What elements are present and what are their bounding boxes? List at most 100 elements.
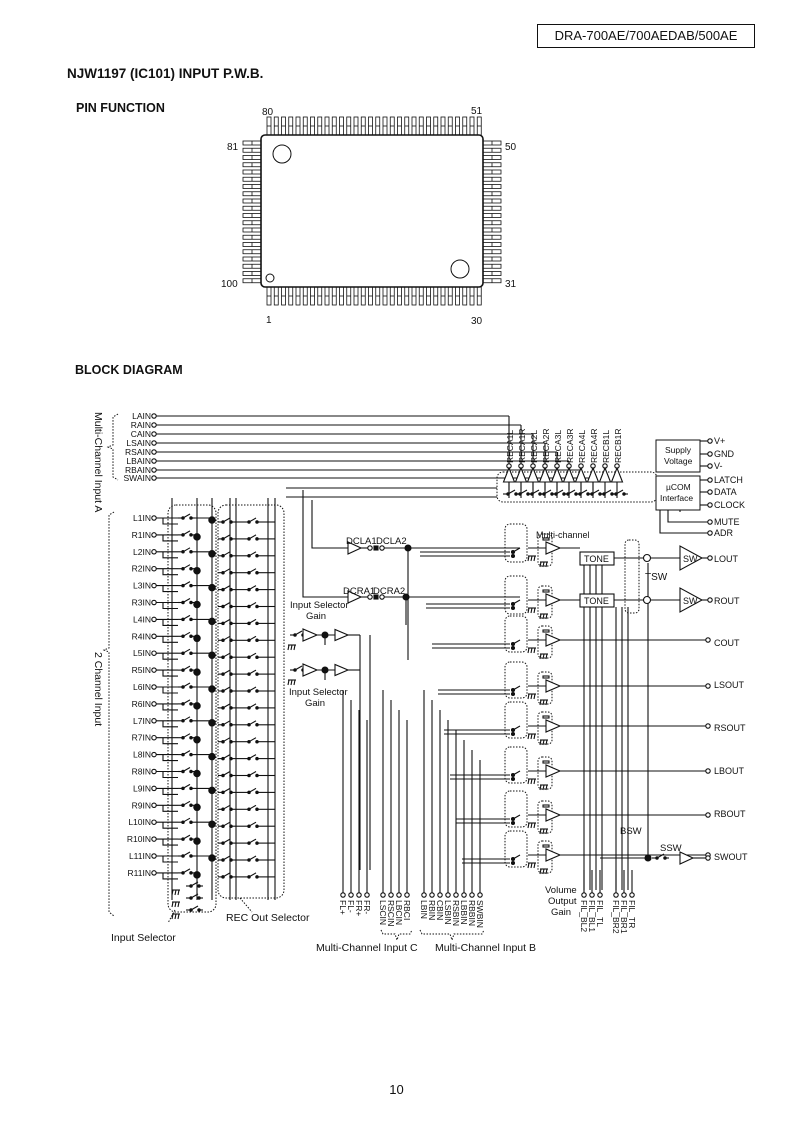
junction-dot	[193, 668, 201, 676]
input-pin-r8in: R8IN	[132, 767, 151, 777]
terminal	[707, 519, 713, 525]
junction-dot	[181, 617, 185, 622]
junction-dot	[181, 752, 185, 757]
multichannel-selector-outline	[504, 615, 528, 653]
junction-dot	[189, 634, 193, 639]
bottom-pin-lscin: LSCIN	[378, 900, 388, 925]
rec-output-buffer	[514, 466, 528, 483]
terminal	[707, 530, 713, 536]
terminal	[707, 555, 713, 561]
bottom-pin-fl-: FL+	[338, 900, 348, 915]
junction-dot	[255, 554, 259, 558]
junction-dot	[208, 719, 216, 727]
junction-dot	[181, 854, 185, 858]
rec-output-recb1r: RECB1R	[613, 429, 623, 463]
block-diagram-heading: BLOCK DIAGRAM	[75, 363, 183, 377]
junction-dot	[550, 492, 554, 496]
junction-dot	[221, 807, 225, 812]
model-number-box: DRA-700AE/700AEDAB/500AE	[537, 24, 755, 48]
pin-function-heading: PIN FUNCTION	[76, 101, 165, 115]
gain-stage-1-buffer	[334, 628, 350, 642]
junction-dot	[181, 600, 185, 605]
junction-dot	[510, 601, 516, 607]
brace-multi-b	[419, 929, 485, 942]
volume-label: Volume	[545, 885, 577, 896]
terminal	[461, 892, 467, 898]
junction-dot	[221, 773, 225, 778]
junction-dot	[247, 672, 251, 676]
terminal	[151, 667, 157, 673]
junction-dot	[181, 786, 185, 791]
junction-dot	[189, 719, 193, 723]
junction-dot	[189, 566, 193, 571]
junction-dot	[229, 790, 233, 795]
junction-dot	[518, 492, 522, 496]
page-title: NJW1197 (IC101) INPUT P.W.B.	[67, 66, 264, 81]
terminal	[151, 458, 157, 464]
bottom-pin-lbin: LBIN	[419, 900, 429, 919]
dcra1-label: DCRA1	[343, 586, 375, 597]
multichannel-selector-outline	[504, 746, 528, 784]
terminal	[151, 870, 157, 876]
junction-dot	[247, 587, 251, 592]
junction-dot	[255, 672, 259, 676]
terminal	[379, 594, 385, 600]
output-rsout: RSOUT	[714, 723, 746, 733]
junction-dot	[247, 689, 251, 693]
junction-dot	[181, 668, 185, 672]
tone-block-l	[579, 551, 615, 566]
multichannel-selector-outline	[504, 790, 528, 828]
junction-dot	[247, 773, 251, 778]
feedback-resistor	[542, 675, 550, 679]
junction-dot	[663, 856, 667, 860]
pin-label-51: 51	[471, 106, 483, 117]
terminal	[707, 502, 713, 508]
input-pin-l3in: L3IN	[133, 581, 151, 591]
terminal	[429, 892, 435, 898]
junction-dot	[510, 856, 516, 862]
junction-dot	[229, 621, 233, 626]
pin-adr: ADR	[714, 528, 734, 538]
junction-dot	[221, 672, 225, 676]
pin-gnd: GND	[714, 449, 735, 459]
junction-dot	[189, 752, 193, 757]
terminal	[151, 431, 157, 437]
junction-dot	[181, 803, 185, 808]
terminal	[629, 892, 635, 898]
junction-dot	[247, 875, 251, 879]
terminal	[707, 438, 713, 444]
junction-dot	[221, 858, 225, 862]
terminal	[380, 892, 386, 898]
supply-box-line1: Supply	[665, 445, 692, 455]
two-channel-input-label: 2 Channel Input	[92, 652, 104, 726]
input-selector-gain-label-2b: Gain	[305, 698, 325, 709]
volume-amp	[545, 764, 562, 778]
pin-v+: V+	[714, 436, 725, 446]
sw-output-amp	[679, 587, 704, 613]
dcra-buffer	[347, 590, 363, 604]
terminal	[151, 565, 157, 572]
rec-output-reca4r: RECA4R	[589, 429, 599, 463]
summing-node	[642, 553, 652, 563]
terminal	[340, 892, 346, 898]
terminal	[705, 768, 711, 774]
feedback-resistor	[542, 589, 550, 593]
junction-dot	[221, 739, 225, 744]
junction-dot	[247, 621, 251, 626]
terminal	[348, 892, 354, 898]
pin-clock: CLOCK	[714, 500, 745, 510]
junction-dot	[221, 723, 225, 727]
pin-mute: MUTE	[714, 517, 740, 527]
junction-dot	[229, 655, 233, 659]
junction-dot	[255, 841, 259, 845]
terminal	[151, 853, 157, 859]
ucom-box-line2: Interface	[660, 493, 693, 503]
junction-dot	[189, 583, 193, 588]
pin-data: DATA	[714, 487, 737, 497]
terminal	[151, 785, 157, 792]
multi-channel-input-a-label: Multi-Channel Input A	[92, 412, 104, 512]
junction-dot	[181, 871, 185, 875]
bottom-pin-rbin: RBIN	[427, 900, 437, 920]
junction-dot	[221, 554, 225, 558]
junction-dot	[221, 689, 225, 693]
